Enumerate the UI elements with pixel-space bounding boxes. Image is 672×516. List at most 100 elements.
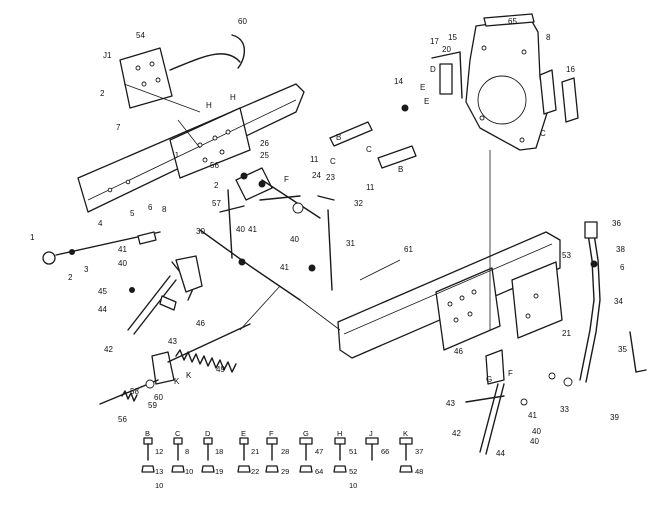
label-6: 6 [148,203,153,212]
legend-bolt-J: 66 [381,447,389,456]
label-41-a: 41 [118,245,127,254]
legend-nut-D: 19 [215,467,223,476]
label-3: 3 [84,265,89,274]
label-C-3: C [540,129,546,138]
legend-bolt-E: 21 [251,447,259,456]
label-20: 20 [442,45,451,54]
label-43-b: 43 [446,399,455,408]
label-D: D [430,65,436,74]
legend-nut2-B: 10 [155,481,163,490]
label-2-top: 2 [100,89,105,98]
label-B-1: B [336,133,341,142]
callout-labels: 60 54 J1 2 H H 7 J 56 26 25 F 2 24 23 57… [30,17,627,458]
label-7: 7 [116,123,121,132]
legend-bolt-D: 18 [215,447,223,456]
label-21: 21 [562,329,571,338]
label-58: 58 [130,387,139,396]
label-E-1: E [420,83,425,92]
label-C-2: C [366,145,372,154]
legend-nut-E: 22 [251,467,259,476]
label-41-d: 41 [528,411,537,420]
legend-nut-H: 52 [349,467,357,476]
label-24: 24 [312,171,321,180]
legend-nut-F: 29 [281,467,289,476]
legend-nut2-H: 10 [349,481,357,490]
label-46-b: 46 [454,347,463,356]
label-14: 14 [394,77,403,86]
label-57: 57 [212,199,221,208]
label-H-2: H [230,93,236,102]
label-5: 5 [130,209,135,218]
label-8: 8 [162,205,167,214]
label-F-2: F [508,369,513,378]
label-2-b: 2 [214,181,219,190]
label-1: 1 [30,233,35,242]
label-38: 38 [616,245,625,254]
label-43-a: 43 [168,337,177,346]
label-65: 65 [508,17,517,26]
legend-letter-C: C [175,429,181,438]
label-K-1: K [174,377,180,386]
legend-letter-J: J [369,429,373,438]
label-2-c: 2 [68,273,73,282]
legend-letter-B: B [145,429,150,438]
label-11-a: 11 [310,155,319,164]
label-60: 60 [238,17,247,26]
label-60-b: 60 [154,393,163,402]
label-40-b: 40 [236,225,245,234]
label-E-2: E [424,97,429,106]
label-40-d: 40 [532,427,541,436]
label-41-b: 41 [248,225,257,234]
label-6-b: 6 [620,263,625,272]
label-46-a: 46 [196,319,205,328]
label-J2: J [174,151,178,160]
label-G: G [486,375,492,384]
label-26: 26 [260,139,269,148]
label-C-1: C [330,157,336,166]
label-45: 45 [98,287,107,296]
label-56-a: 56 [210,161,219,170]
legend-letter-D: D [205,429,211,438]
legend-bolt-C: 8 [185,447,189,456]
label-4: 4 [98,219,103,228]
legend-letter-K: K [403,429,408,438]
label-23: 23 [326,173,335,182]
label-33: 33 [560,405,569,414]
label-54: 54 [136,31,145,40]
label-34: 34 [614,297,623,306]
legend-letter-H: H [337,429,342,438]
spring-49 [99,323,251,405]
legend-letter-E: E [241,429,246,438]
legend-bolt-F: 28 [281,447,289,456]
brackets-11 [329,51,463,169]
label-44-b: 44 [496,449,505,458]
label-F: F [284,175,289,184]
legend-labels: B 12 13 10 C 8 10 D 18 19 E 21 22 F 28 2… [145,429,423,490]
label-16: 16 [566,65,575,74]
label-53: 53 [562,251,571,260]
label-40-e: 40 [530,437,539,446]
label-36: 36 [612,219,621,228]
label-31: 31 [346,239,355,248]
label-44-a: 44 [98,305,107,314]
label-41-c: 41 [280,263,289,272]
label-39: 39 [610,413,619,422]
label-61: 61 [404,245,413,254]
label-8-top: 8 [546,33,551,42]
legend-nut-C: 10 [185,467,193,476]
label-42-b: 42 [452,429,461,438]
legend-bolt-G: 47 [315,447,323,456]
legend-nut-G: 64 [315,467,323,476]
legend-letter-F: F [269,429,274,438]
leader-lines [123,83,491,331]
label-K-2: K [186,371,192,380]
label-56-b: 56 [118,415,127,424]
mounting-plate-54 [119,34,246,109]
label-59: 59 [148,401,157,410]
label-40-c: 40 [290,235,299,244]
label-B-2: B [398,165,403,174]
label-30: 30 [196,227,205,236]
lower-arm-42 [465,349,573,455]
label-25: 25 [260,151,269,160]
